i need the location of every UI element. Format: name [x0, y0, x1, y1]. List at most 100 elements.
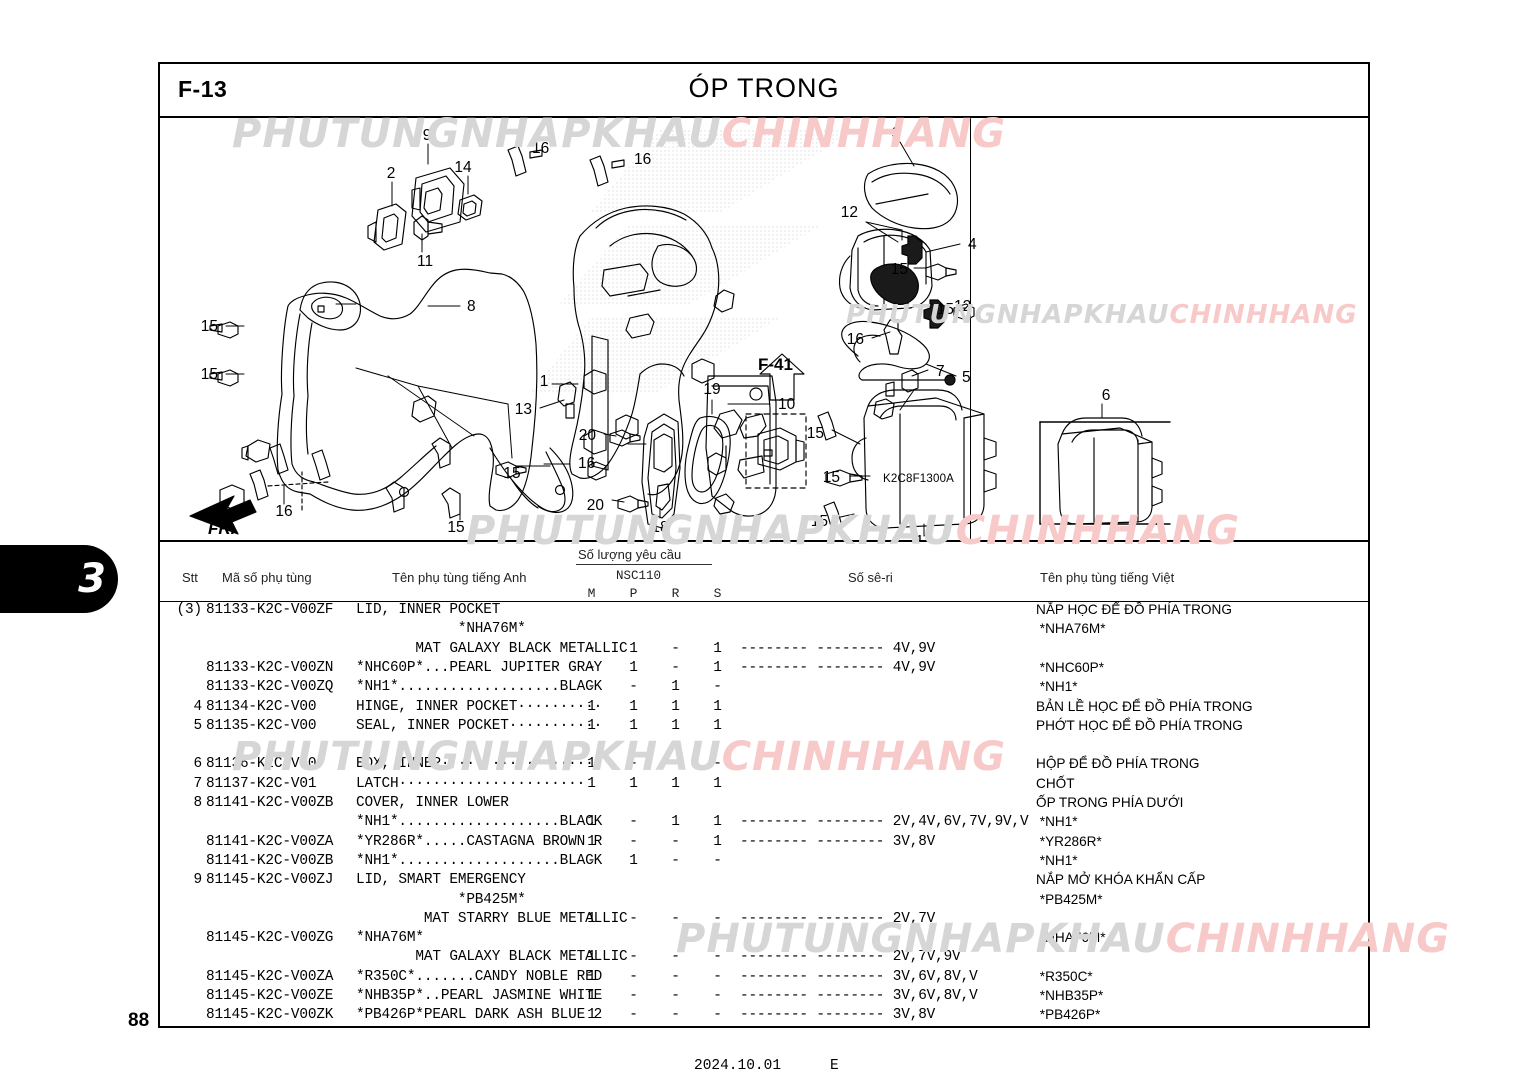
row-qty-s: 1 — [713, 640, 722, 657]
row-part-number: 81145-K2C-V00ZK — [206, 1007, 334, 1024]
callout-4: 4 — [968, 236, 977, 253]
callout-1: 1 — [540, 373, 549, 390]
revision-date: 2024.10.01 — [694, 1058, 782, 1074]
th-qty-r: R — [671, 586, 680, 601]
row-stt: 9 — [193, 872, 203, 889]
row-name-vi: *PB425M* — [1036, 891, 1103, 907]
row-qty-p: 1 — [629, 717, 638, 734]
callout-15e: 15 — [891, 261, 908, 278]
row-qty-r: - — [671, 659, 680, 676]
th-name-vi: Tên phụ tùng tiếng Việt — [1040, 570, 1175, 585]
row-qty-m: 1 — [587, 775, 596, 792]
callout-13: 13 — [515, 401, 532, 418]
callout-12b: 12 — [954, 298, 971, 315]
row-name-en: *PB426P*PEARL DARK ASH BLUE 2 — [356, 1007, 603, 1024]
row-name-vi: CHỐT — [1036, 775, 1075, 791]
table-row: 81133-K2C-V00ZN*NHC60P*...PEARL JUPITER … — [160, 660, 1368, 679]
row-name-en: *NHC34M*MAT DIM GRAY METALLIC — [356, 1027, 602, 1028]
table-row: *PB425M* *PB425M* — [160, 892, 1368, 911]
table-row — [160, 737, 1368, 756]
callout-15f: 15 — [937, 301, 954, 318]
row-name-en: MAT STARRY BLUE METALLIC — [356, 910, 628, 927]
callout-16e: 16 — [847, 331, 864, 348]
row-qty-r: 1 — [671, 814, 680, 831]
row-name-en: *NHA76M* — [356, 930, 424, 947]
row-qty-m: - — [587, 679, 596, 696]
row-qty-m: 1 — [587, 756, 596, 773]
th-qty-p: P — [629, 586, 638, 601]
row-qty-m: 1 — [587, 833, 596, 850]
row-name-vi: NẮP MỞ KHÓA KHẨN CẤP — [1036, 872, 1206, 888]
chapter-tab-number: 3 — [78, 556, 106, 602]
row-serial: -------- -------- 2V,4V,6V,7V,9V,V — [740, 814, 1029, 831]
row-qty-p: - — [629, 679, 638, 696]
row-qty-p: - — [629, 910, 638, 927]
table-row: 81145-K2C-V00ZH*NHC34M*MAT DIM GRAY META… — [160, 1027, 1368, 1028]
row-name-vi: *NH1* — [1036, 679, 1078, 695]
row-qty-m: 1 — [584, 1027, 599, 1028]
row-qty-s: 1 — [713, 775, 722, 792]
row-qty-m: 1 — [587, 949, 596, 966]
callout-20b: 20 — [587, 497, 605, 514]
callout-12a: 12 — [841, 204, 858, 221]
row-name-vi: *R350C* — [1036, 968, 1093, 984]
row-name-en: *NH1*...................BLACK — [356, 679, 603, 696]
row-serial: -------- -------- 2V,7V — [740, 910, 936, 927]
cross-reference-label: F-41 — [758, 355, 793, 374]
row-name-en: COVER, INNER LOWER — [356, 795, 509, 811]
row-qty-m: 1 — [587, 814, 596, 831]
row-serial: -------- -------- 9V — [740, 1027, 910, 1028]
row-stt: (3) — [176, 602, 203, 618]
callout-7: 7 — [936, 363, 945, 380]
row-qty-m: - — [587, 852, 596, 869]
row-stt: 6 — [193, 756, 203, 773]
row-name-vi: PHỚT HỌC ĐỂ ĐỒ PHÍA TRONG — [1036, 717, 1243, 733]
th-qty-group: Số lượng yêu cầu — [578, 547, 682, 562]
callout-14: 14 — [454, 159, 472, 176]
callout-15b: 15 — [201, 366, 218, 383]
callout-8: 8 — [467, 298, 476, 315]
row-name-en: LATCH······················ — [356, 775, 586, 792]
row-qty-m: - — [587, 640, 596, 657]
row-name-vi: *YR286R* — [1036, 833, 1102, 849]
row-qty-s: 1 — [713, 717, 722, 734]
row-name-vi: *NHA76M* — [1036, 930, 1106, 946]
callout-15d: 15 — [447, 519, 464, 536]
row-serial: -------- -------- 4V,9V — [740, 640, 936, 657]
th-model: NSC110 — [616, 569, 662, 583]
row-part-number: 81141-K2C-V00ZB — [206, 852, 334, 869]
callout-9: 9 — [423, 127, 432, 144]
row-name-vi: *NHC34M* — [1036, 1027, 1107, 1028]
row-name-en: HINGE, INNER POCKET·········· — [356, 698, 603, 715]
row-qty-r: 1 — [671, 775, 680, 792]
table-row: 81141-K2C-V00ZB*NH1*...................B… — [160, 853, 1368, 872]
row-qty-s: - — [713, 852, 722, 869]
row-qty-p: - — [629, 988, 638, 1004]
row-serial: -------- -------- 3V,8V — [740, 833, 936, 850]
callout-16a: 16 — [275, 503, 292, 520]
table-row: 81145-K2C-V00ZG *NHA76M* *NHA76M* — [160, 930, 1368, 949]
row-name-vi: *PB426P* — [1036, 1007, 1101, 1023]
callout-19: 19 — [703, 381, 720, 398]
row-qty-m: 1 — [587, 698, 596, 715]
row-part-number: 81145-K2C-V00ZG — [206, 930, 334, 947]
row-qty-s: - — [713, 910, 722, 927]
row-part-number: 81145-K2C-V00ZA — [206, 968, 334, 985]
row-serial: -------- -------- 4V,9V — [740, 659, 936, 676]
row-name-en: *NHA76M* — [356, 621, 526, 638]
row-qty-p: - — [629, 968, 638, 985]
row-qty-r: - — [671, 968, 680, 985]
row-part-number: 81137-K2C-V01 — [206, 775, 317, 792]
row-qty-p: 1 — [629, 775, 638, 792]
table-row: *NHA76M* *NHA76M* — [160, 621, 1368, 640]
row-qty-p: - — [629, 814, 638, 831]
callout-11: 11 — [417, 253, 433, 270]
row-qty-r: - — [668, 1027, 683, 1028]
table-row: 81133-K2C-V00ZQ*NH1*...................B… — [160, 679, 1368, 698]
row-qty-r: - — [671, 949, 680, 966]
row-qty-s: - — [713, 949, 722, 966]
row-qty-s: 1 — [713, 814, 722, 831]
